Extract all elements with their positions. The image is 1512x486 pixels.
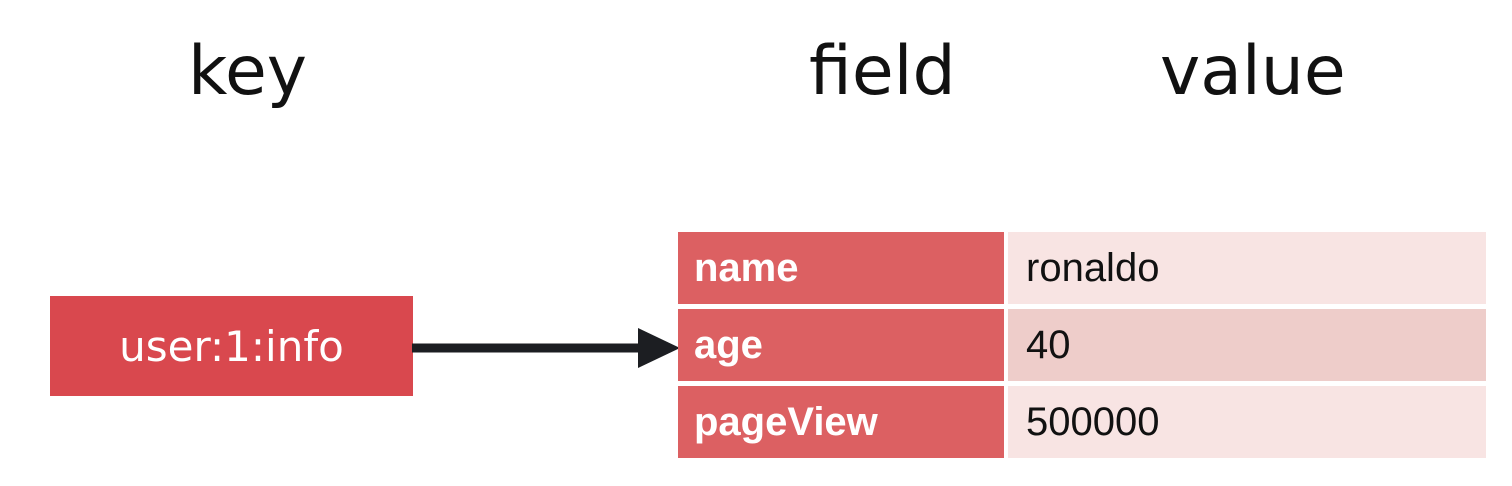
field-cell: age (678, 309, 1004, 381)
hash-row: age 40 (678, 309, 1486, 381)
field-cell: name (678, 232, 1004, 304)
field-cell: pageView (678, 386, 1004, 458)
key-box: user:1:info (50, 296, 413, 396)
key-label: user:1:info (119, 321, 344, 371)
arrow-head (638, 328, 680, 368)
hash-row: pageView 500000 (678, 386, 1486, 458)
hash-table: name ronaldo age 40 pageView 500000 (678, 232, 1486, 458)
value-heading: value (1160, 32, 1346, 111)
key-heading: key (188, 32, 308, 111)
value-cell: 500000 (1008, 386, 1486, 458)
value-cell: ronaldo (1008, 232, 1486, 304)
arrow-icon (412, 328, 680, 368)
hash-row: name ronaldo (678, 232, 1486, 304)
field-heading: field (809, 32, 956, 111)
value-cell: 40 (1008, 309, 1486, 381)
